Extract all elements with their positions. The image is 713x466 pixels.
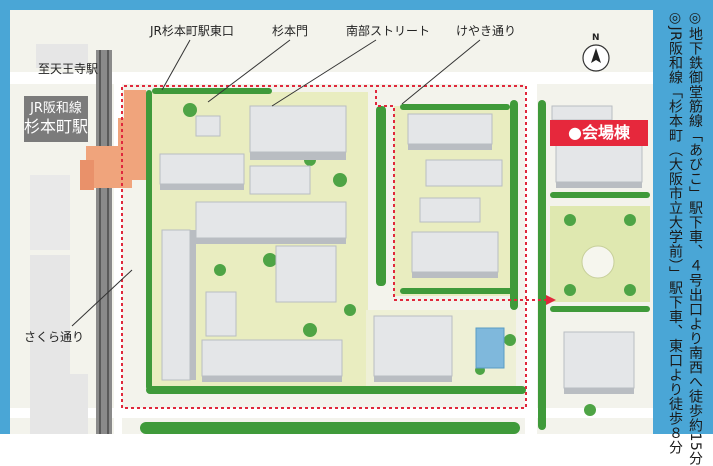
tree-rows: [140, 88, 650, 434]
label-nanbu-street: 南部ストリート: [346, 24, 431, 38]
block-w: [30, 175, 70, 250]
access-jr: ◎JR阪和線「杉本町（大阪市立大学前）」駅下車、東口より徒歩８分: [667, 10, 683, 455]
station-label: JR阪和線 杉本町駅: [24, 96, 88, 142]
map-graphic: [10, 10, 653, 434]
road-south: [10, 408, 653, 418]
buildings-far-east: [551, 105, 643, 394]
label-jr-east-exit: JR杉本町駅東口: [150, 24, 234, 38]
venue-badge: ●会場棟: [550, 120, 648, 146]
label-sugimoto-gate: 杉本門: [272, 24, 309, 38]
buildings-west: [159, 105, 347, 382]
plaza-circle: [581, 245, 615, 279]
north-compass: [582, 44, 610, 72]
block-s: [48, 374, 88, 434]
station-line: JR阪和線: [30, 101, 82, 116]
block-nw: [36, 44, 88, 68]
campus-map: JR杉本町駅東口 杉本門 南部ストリート けやき通り 至天王寺駅 さくら通り N…: [10, 10, 653, 434]
route-to-venue: [121, 85, 546, 409]
label-keyaki-dori: けやき通り: [456, 24, 517, 38]
access-panel: ◎JR阪和線「杉本町（大阪市立大学前）」駅下車、東口より徒歩８分 ◎地下鉄御堂筋…: [653, 0, 713, 466]
road-west: [114, 84, 122, 434]
leader-lines: [71, 39, 481, 327]
north-letter: N: [592, 33, 600, 43]
label-sakura-dori: さくら通り: [24, 330, 85, 344]
railway: [96, 50, 112, 434]
access-subway: ◎地下鉄御堂筋線「あびこ」駅下車、４号出口より南西へ徒歩約15分: [687, 10, 703, 466]
road-east: [525, 84, 537, 434]
route-arrow: [546, 295, 556, 305]
label-to-tennoji: 至天王寺駅: [38, 62, 99, 76]
station-name: 杉本町駅: [24, 117, 89, 136]
buildings-east: [373, 113, 505, 382]
